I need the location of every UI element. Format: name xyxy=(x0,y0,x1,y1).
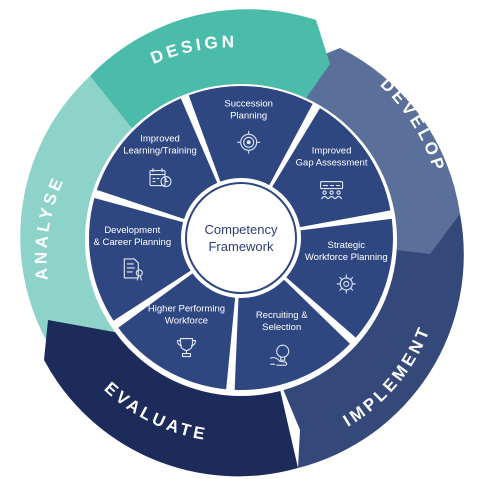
segment-label-performing-line2: Workforce xyxy=(165,316,208,327)
segment-development: Development& Career Planning xyxy=(89,198,191,321)
segment-label-gap-line2: Gap Assessment xyxy=(296,158,368,169)
document-badge-icon xyxy=(123,258,143,281)
hub-title-line2: Framework xyxy=(208,239,274,254)
gear-icon xyxy=(336,274,356,294)
lightbulb-hand-icon xyxy=(270,344,290,366)
segment-shape-learning xyxy=(96,98,218,220)
segment-shape-workforce xyxy=(286,218,393,338)
segment-label-recruiting-line1: Recruiting & xyxy=(256,310,308,321)
hub-circle xyxy=(185,182,297,294)
segment-label-performing-line1: Higher Performing xyxy=(148,304,225,315)
segment-label-learning-line2: Learning/Training xyxy=(123,146,197,157)
trophy-icon xyxy=(176,337,197,358)
segment-label-workforce-line2: Workforce Planning xyxy=(305,252,388,263)
segment-label-succession-line1: Succession xyxy=(224,98,273,109)
target-icon xyxy=(237,130,261,154)
hub: Competency Framework xyxy=(185,182,297,294)
hub-title-line1: Competency xyxy=(205,222,278,237)
segment-shape-development xyxy=(89,198,191,321)
stage-arrow-implement xyxy=(276,214,464,468)
segment-label-workforce-line1: Strategic xyxy=(328,240,366,251)
stage-arrow-develop xyxy=(292,48,460,254)
segment-label-learning-line1: Improved xyxy=(140,134,180,145)
segment-shape-recruiting xyxy=(234,279,351,390)
segment-shape-gap xyxy=(272,108,391,228)
segment-label-succession-line2: Planning xyxy=(230,110,267,121)
segment-shape-succession xyxy=(188,86,313,186)
segment-label-gap-line1: Improved xyxy=(312,146,352,157)
calendar-clock-icon xyxy=(149,168,172,188)
stage-arrow-evaluate xyxy=(44,320,298,477)
segment-recruiting: Recruiting &Selection xyxy=(234,279,351,390)
segment-label-development-line1: Development xyxy=(104,225,160,236)
segment-label-development-line2: & Career Planning xyxy=(93,237,171,248)
segment-label-recruiting-line2: Selection xyxy=(262,322,301,333)
people-chart-icon xyxy=(320,181,344,200)
segment-shape-performing xyxy=(118,273,236,390)
